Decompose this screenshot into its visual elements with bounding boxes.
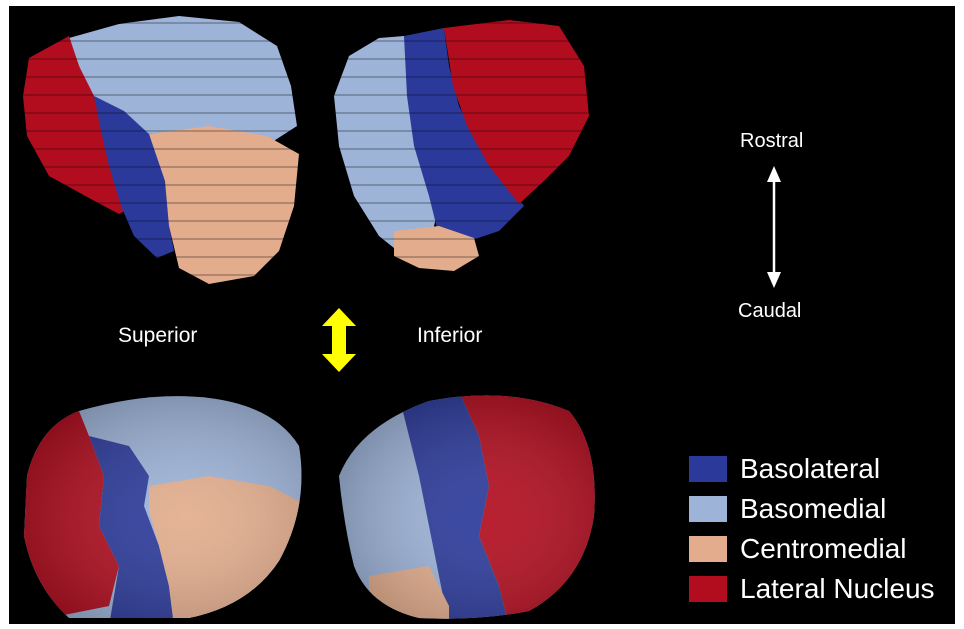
legend-item-lateral-nucleus: Lateral Nucleus [689,572,935,606]
legend-label: Centromedial [740,533,907,565]
legend-item-basomedial: Basomedial [689,492,886,526]
legend-label: Lateral Nucleus [740,573,935,605]
inferior-label: Inferior [417,324,482,348]
caudal-label: Caudal [738,300,801,323]
legend-swatch [689,496,727,522]
rostral-label: Rostral [740,130,803,153]
legend-swatch [689,576,727,602]
legend-label: Basomedial [740,493,886,525]
legend-item-centromedial: Centromedial [689,532,907,566]
legend-label: Basolateral [740,453,880,485]
superior-label: Superior [118,324,197,348]
legend-swatch [689,536,727,562]
legend-item-basolateral: Basolateral [689,452,880,486]
figure-canvas: Superior Inferior Rostral Caudal Basolat… [9,6,955,624]
legend-swatch [689,456,727,482]
